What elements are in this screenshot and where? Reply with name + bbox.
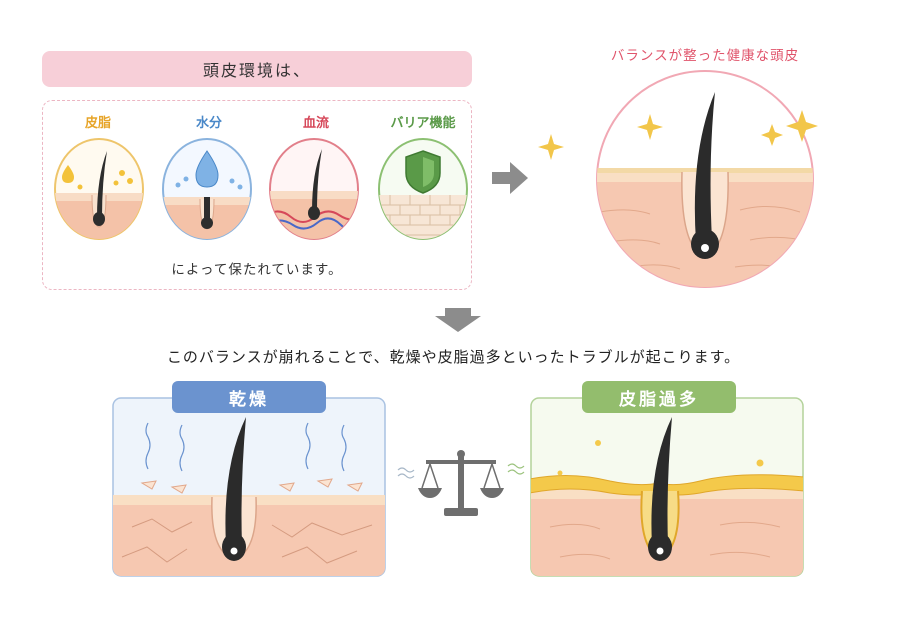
healthy-scalp-title: バランスが整った健康な頭皮	[580, 44, 830, 64]
healthy-scalp-circle	[540, 62, 840, 292]
factor-label-barrier: バリア機能	[378, 112, 468, 131]
sebum-circle	[52, 137, 146, 241]
balance-scale-icon	[396, 446, 526, 522]
barrier-circle	[376, 137, 470, 241]
arrow-right-icon	[490, 160, 530, 196]
factor-label-sebum: 皮脂	[53, 112, 143, 131]
blood-flow-circle	[267, 137, 361, 241]
oily-scalp-panel	[530, 397, 804, 577]
factors-note: によって保たれています。	[42, 258, 472, 278]
oily-panel-title: 皮脂過多	[582, 381, 736, 413]
moisture-circle	[160, 137, 254, 241]
dry-scalp-panel	[112, 397, 386, 577]
factor-label-moisture: 水分	[164, 112, 254, 131]
dry-panel-title: 乾燥	[172, 381, 326, 413]
factor-label-blood-flow: 血流	[271, 112, 361, 131]
scalp-environment-banner: 頭皮環境は、	[42, 51, 472, 87]
arrow-down-icon	[433, 306, 483, 334]
banner-title: 頭皮環境は、	[203, 57, 311, 81]
transition-text: このバランスが崩れることで、乾燥や皮脂過多といったトラブルが起こります。	[0, 346, 907, 367]
sparkle-icon	[536, 132, 566, 162]
